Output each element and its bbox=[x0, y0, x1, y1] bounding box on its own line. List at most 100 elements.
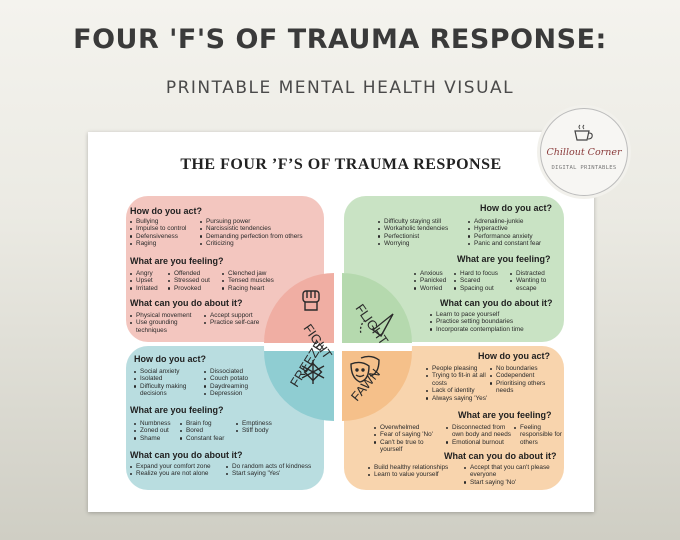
list-item: Learn to value yourself bbox=[368, 471, 464, 478]
list-item: Fear of saying 'No' bbox=[374, 431, 444, 438]
list-item: Accept that you can't please everyone bbox=[464, 464, 562, 479]
list-item: Codependent bbox=[490, 372, 558, 379]
list-item: Narcissistic tendencies bbox=[200, 225, 324, 232]
list-item: Angry bbox=[130, 270, 168, 277]
flight-badge bbox=[342, 273, 412, 343]
list-item: Panic and constant fear bbox=[468, 240, 562, 247]
list-item: Hyperactive bbox=[468, 225, 562, 232]
list-item: Spacing out bbox=[454, 285, 512, 292]
fawn-feel-list-3: Feeling responsible for others bbox=[514, 424, 562, 446]
list-item: Bored bbox=[180, 427, 232, 434]
list-item: Isolated bbox=[134, 375, 202, 382]
list-item: Emptiness bbox=[236, 420, 284, 427]
list-item: Performance anxiety bbox=[468, 233, 562, 240]
list-item: Expand your comfort zone bbox=[130, 463, 226, 470]
paper-plane-icon bbox=[359, 313, 394, 337]
list-item: Difficulty making decisions bbox=[134, 383, 202, 398]
coffee-cup-icon bbox=[574, 124, 593, 141]
fawn-do-heading: What can you do about it? bbox=[444, 451, 557, 461]
list-item: Emotional burnout bbox=[446, 439, 516, 446]
brand-logo: Chillout Corner DIGITAL PRINTABLES bbox=[540, 108, 628, 196]
list-item: Trying to fit-in at all costs bbox=[426, 372, 488, 387]
list-item: Wanting to escape bbox=[510, 277, 562, 292]
list-item: Start saying 'Yes' bbox=[226, 470, 324, 477]
list-item: Learn to pace yourself bbox=[430, 311, 560, 318]
list-item: Defensiveness bbox=[130, 233, 198, 240]
flight-act-heading: How do you act? bbox=[480, 203, 552, 213]
list-item: Prioritising others needs bbox=[490, 380, 558, 395]
fawn-act-heading: How do you act? bbox=[478, 351, 550, 361]
list-item: Bullying bbox=[130, 218, 198, 225]
list-item: Zoned out bbox=[134, 427, 180, 434]
list-item: Provoked bbox=[168, 285, 222, 292]
list-item: Brain fog bbox=[180, 420, 232, 427]
list-item: Tensed muscles bbox=[222, 277, 282, 284]
list-item: Stressed out bbox=[168, 277, 222, 284]
list-item: Raging bbox=[130, 240, 198, 247]
list-item: Demanding perfection from others bbox=[200, 233, 324, 240]
flight-feel-heading: What are you feeling? bbox=[457, 254, 551, 264]
list-item: Use grounding techniques bbox=[130, 319, 200, 334]
list-item: Realize you are not alone bbox=[130, 470, 226, 477]
list-item: Shame bbox=[134, 435, 180, 442]
freeze-feel-heading: What are you feeling? bbox=[130, 405, 224, 415]
list-item: Difficulty staying still bbox=[378, 218, 466, 225]
list-item: Do random acts of kindness bbox=[226, 463, 324, 470]
list-item: Physical movement bbox=[130, 312, 200, 319]
masks-icon bbox=[350, 355, 380, 383]
fight-act-heading: How do you act? bbox=[130, 206, 202, 216]
list-item: Daydreaming bbox=[204, 383, 266, 390]
fight-do-heading: What can you do about it? bbox=[130, 298, 243, 308]
list-item: Accept support bbox=[204, 312, 262, 319]
banner-title: FOUR 'F'S OF TRAUMA RESPONSE: bbox=[73, 24, 607, 55]
fawn-badge bbox=[342, 351, 412, 421]
list-item: Worrying bbox=[378, 240, 466, 247]
fight-badge bbox=[264, 273, 334, 343]
list-item: Panicked bbox=[414, 277, 456, 284]
list-item: Can't be true to yourself bbox=[374, 439, 444, 454]
freeze-act-heading: How do you act? bbox=[134, 354, 206, 364]
list-item: Build healthy relationships bbox=[368, 464, 464, 471]
logo-tagline: DIGITAL PRINTABLES bbox=[551, 165, 617, 171]
list-item: Worried bbox=[414, 285, 456, 292]
fist-icon bbox=[302, 290, 320, 311]
list-item: No boundaries bbox=[490, 365, 558, 372]
snowflake-icon bbox=[301, 360, 325, 384]
list-item: Disconnected from own body and needs bbox=[446, 424, 516, 439]
list-item: Practice setting boundaries bbox=[430, 318, 560, 325]
list-item: Feeling responsible for others bbox=[514, 424, 562, 446]
list-item: Criticizing bbox=[200, 240, 324, 247]
list-item: Distracted bbox=[510, 270, 562, 277]
sheet-title: THE FOUR ’F’S OF TRAUMA RESPONSE bbox=[180, 156, 502, 173]
list-item: Pursuing power bbox=[200, 218, 324, 225]
list-item: Overwhelmed bbox=[374, 424, 444, 431]
list-item: Constant fear bbox=[180, 435, 232, 442]
list-item: Practice self-care bbox=[204, 319, 262, 326]
list-item: People pleasing bbox=[426, 365, 488, 372]
list-item: Scared bbox=[454, 277, 512, 284]
fight-feel-heading: What are you feeling? bbox=[130, 256, 224, 266]
list-item: Stiff body bbox=[236, 427, 284, 434]
list-item: Racing heart bbox=[222, 285, 282, 292]
list-item: Clenched jaw bbox=[222, 270, 282, 277]
